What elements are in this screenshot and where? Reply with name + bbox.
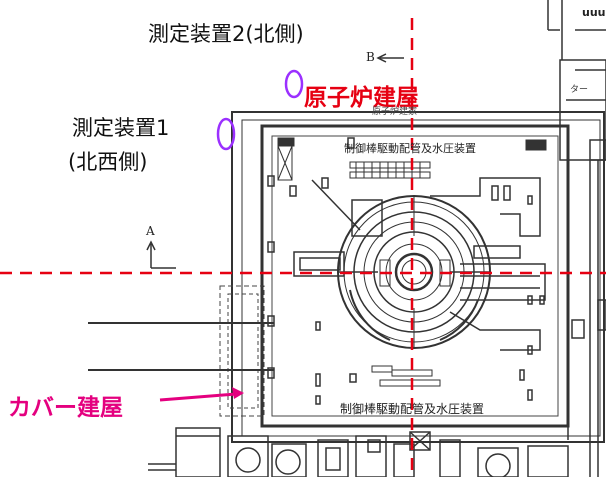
device2-label: 測定装置2(北側) bbox=[148, 22, 304, 46]
reactor-building-inner-walls bbox=[271, 135, 559, 417]
bottom-hatch-rows bbox=[371, 365, 441, 387]
direction-b-arrow bbox=[376, 53, 404, 63]
top-hatch-rows bbox=[349, 161, 431, 179]
left-horizontal-lines bbox=[88, 322, 274, 371]
reactor-building-walls bbox=[260, 124, 570, 428]
device2-marker-circle bbox=[284, 69, 304, 99]
device1-label-line1: 測定装置1 bbox=[72, 116, 170, 140]
direction-a-label: A bbox=[146, 224, 155, 238]
cover-building-inner-outline bbox=[241, 119, 601, 437]
reactor-building-label: 原子炉建屋 bbox=[304, 85, 419, 111]
direction-b-label: B bbox=[366, 50, 375, 64]
device1-marker-circle bbox=[216, 117, 236, 151]
cover-building-label: カバー建屋 bbox=[8, 395, 123, 421]
corner-stair-top-left bbox=[277, 145, 293, 181]
device1-label-line2: (北西側) bbox=[68, 150, 148, 174]
left-annex-dashed bbox=[219, 285, 265, 417]
top-right-text: uuu bbox=[582, 6, 606, 19]
plan-top-caption: 制御棒駆動配管及水圧装置 bbox=[344, 142, 476, 155]
plan-reactor-title: 原子炉建家 bbox=[372, 107, 418, 117]
top-right-structure bbox=[547, 0, 606, 477]
corner-equipment-top-left bbox=[277, 137, 295, 147]
corner-stair-top-right bbox=[525, 139, 547, 151]
direction-a-arrow bbox=[146, 240, 176, 269]
cover-building-pointer-arrow bbox=[159, 387, 244, 402]
left-piping-block bbox=[293, 179, 383, 277]
bottom-structures bbox=[148, 427, 569, 479]
plan-bottom-caption: 制御棒駆動配管及水圧装置 bbox=[340, 402, 485, 416]
turbine-label: ター bbox=[570, 85, 589, 95]
left-annex-dashed-inner bbox=[227, 293, 259, 409]
wall-stubs bbox=[267, 137, 545, 405]
